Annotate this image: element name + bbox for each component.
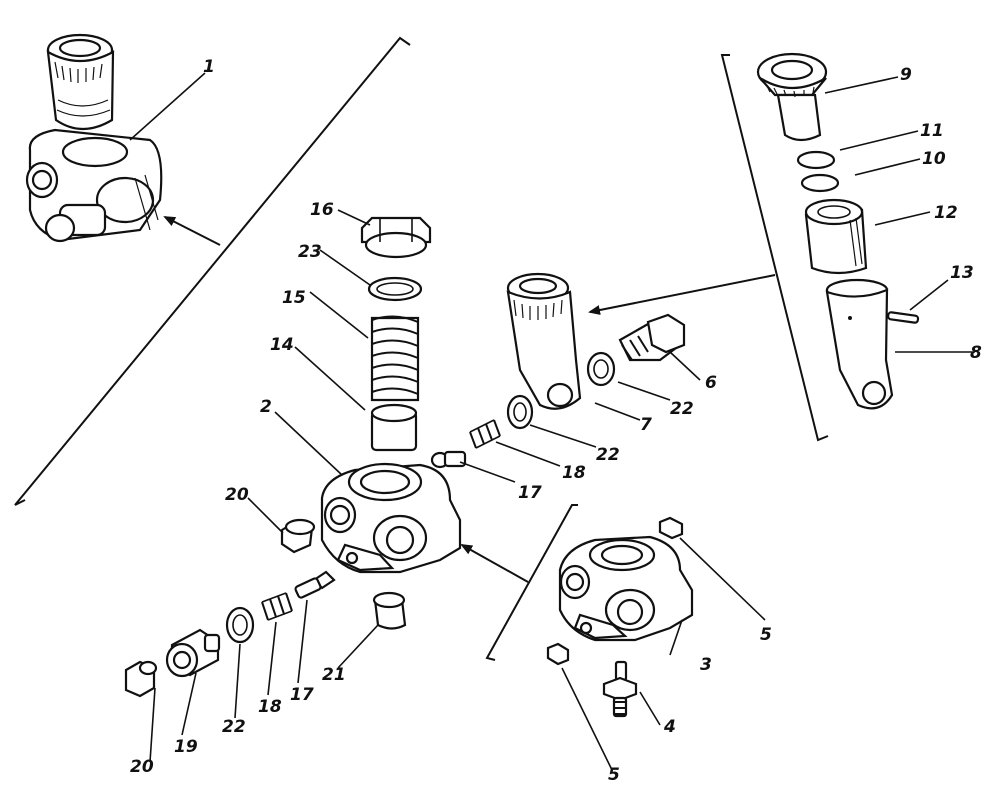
label-14: 14 [270, 335, 294, 355]
label-13: 13 [950, 263, 974, 283]
part-pin-13 [887, 311, 920, 324]
part-bush-21 [372, 591, 407, 630]
label-10: 10 [922, 149, 946, 169]
arrow-to-body [460, 544, 529, 583]
label-22-lower: 22 [222, 717, 246, 737]
label-19: 19 [174, 737, 198, 757]
part-bolt-17-upper [430, 450, 467, 469]
assembled-pump [25, 33, 163, 243]
part-ring-10 [800, 173, 840, 193]
part-body-2 [320, 462, 462, 574]
part-bolt-20-lower [124, 660, 158, 698]
label-1: 1 [203, 57, 215, 77]
label-11: 11 [920, 121, 944, 141]
lower-right-bracket [485, 504, 578, 661]
part-fitting-19 [165, 628, 221, 678]
part-bolt-20-upper [280, 518, 316, 554]
label-5-lower: 5 [608, 765, 620, 785]
part-washer-22-mid [586, 351, 616, 387]
label-8: 8 [970, 343, 982, 363]
part-bush-14 [370, 403, 418, 452]
leader-lines [129, 72, 975, 771]
part-bolt-17-lower [294, 570, 336, 599]
part-spring-15 [370, 315, 420, 402]
part-washer-22-upper [506, 394, 534, 430]
part-stud-4 [602, 660, 638, 718]
label-20-lower: 20 [130, 757, 154, 777]
label-18-upper: 18 [562, 463, 586, 483]
part-spring-18-lower [261, 592, 293, 621]
part-cap-9 [756, 52, 828, 142]
part-lever-8 [825, 278, 894, 410]
part-nut-5-upper [658, 516, 684, 540]
label-22-mid: 22 [670, 399, 694, 419]
label-4: 4 [663, 717, 676, 737]
label-15: 15 [282, 288, 306, 308]
label-9: 9 [900, 65, 912, 85]
part-sleeve-12 [804, 198, 868, 275]
label-17-upper: 17 [518, 483, 542, 503]
left-diagonal-bracket [14, 36, 411, 506]
part-gasket-23-inner [376, 282, 414, 296]
label-20-upper: 20 [225, 485, 249, 505]
part-washer-22-lower [225, 606, 255, 644]
label-5-upper: 5 [760, 625, 772, 645]
label-18-lower: 18 [258, 697, 282, 717]
part-body-3 [558, 535, 694, 642]
arrow-to-assembly-1 [163, 216, 221, 246]
label-21: 21 [322, 665, 346, 685]
label-17-lower: 17 [290, 685, 314, 705]
arrow-to-handle [588, 274, 776, 315]
part-gasket-23 [367, 276, 423, 302]
label-12: 12 [934, 203, 958, 223]
part-numbers: 1 2 3 4 5 5 6 7 8 9 10 11 12 13 14 15 16… [130, 57, 982, 785]
part-spring-18-upper [469, 419, 501, 449]
part-handle-7 [506, 272, 582, 410]
label-6: 6 [705, 373, 717, 393]
label-2: 2 [260, 397, 272, 417]
label-23: 23 [298, 242, 322, 262]
label-7: 7 [640, 415, 652, 435]
part-valve-6 [618, 313, 686, 362]
part-ring-11 [796, 150, 836, 170]
label-22-upper: 22 [596, 445, 620, 465]
right-bracket [720, 54, 829, 442]
arrows [163, 216, 776, 583]
part-nut-5-lower [546, 642, 570, 666]
label-3: 3 [700, 655, 712, 675]
bracket-lines [14, 36, 829, 661]
label-16: 16 [310, 200, 334, 220]
part-plug-16 [360, 216, 432, 259]
